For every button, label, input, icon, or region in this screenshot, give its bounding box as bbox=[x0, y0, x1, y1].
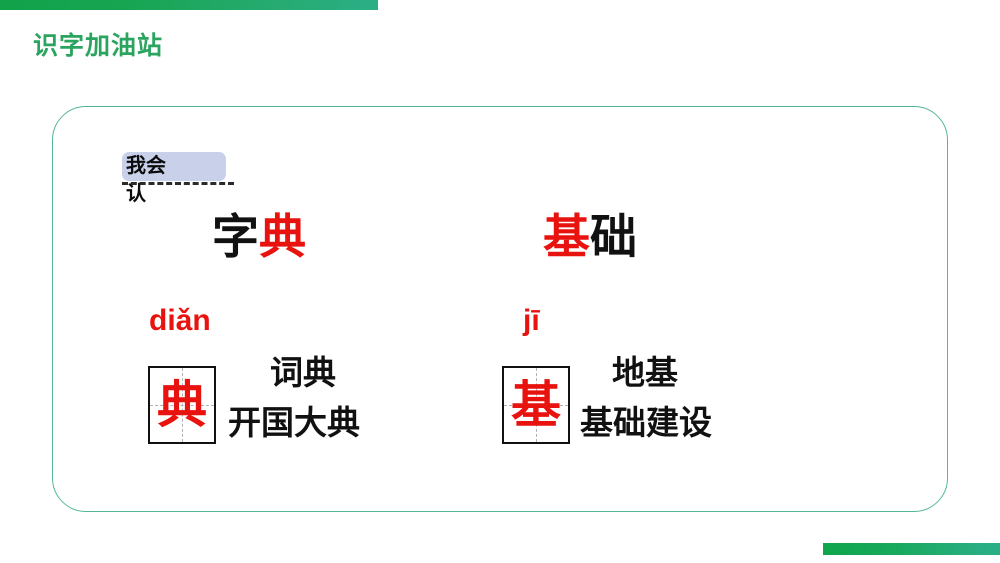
bottom-accent-bar bbox=[823, 543, 1000, 555]
word-group-ji: 基础 jī 基 地基 基础建设 bbox=[495, 206, 712, 444]
word-group-dian: 字典 diǎn 典 词典 开国大典 bbox=[140, 206, 360, 444]
tag-label: 我会认 bbox=[126, 155, 166, 205]
headword-char-2: 础 bbox=[590, 210, 637, 263]
example-words-dian: 词典 开国大典 bbox=[228, 348, 360, 448]
character-grid-dian: 典 bbox=[148, 366, 216, 444]
top-accent-bar bbox=[0, 0, 378, 10]
learning-objective-tag: 我会认 bbox=[122, 152, 242, 208]
headword-char-1: 基 bbox=[543, 210, 590, 263]
example-word: 开国大典 bbox=[228, 404, 360, 441]
tag-highlight-box bbox=[122, 152, 226, 181]
pinyin-ji: jī bbox=[523, 304, 540, 337]
headword-char-2: 典 bbox=[259, 210, 306, 263]
page-title: 识字加油站 bbox=[33, 32, 164, 60]
headword-char-1: 字 bbox=[212, 210, 259, 263]
example-word: 词典 bbox=[270, 354, 336, 391]
pinyin-dian: diǎn bbox=[149, 304, 211, 337]
grid-horizontal-guide bbox=[504, 405, 568, 406]
character-grid-ji: 基 bbox=[502, 366, 570, 444]
grid-character-dian: 典 bbox=[157, 377, 207, 433]
example-word: 基础建设 bbox=[580, 404, 712, 441]
headword-ji: 基础 bbox=[495, 206, 637, 268]
example-words-ji: 地基 基础建设 bbox=[580, 348, 712, 448]
tag-dashed-underline bbox=[122, 182, 234, 185]
grid-character-ji: 基 bbox=[511, 377, 561, 433]
grid-horizontal-guide bbox=[150, 405, 214, 406]
headword-dian: 字典 bbox=[140, 206, 306, 268]
example-word: 地基 bbox=[612, 354, 678, 391]
